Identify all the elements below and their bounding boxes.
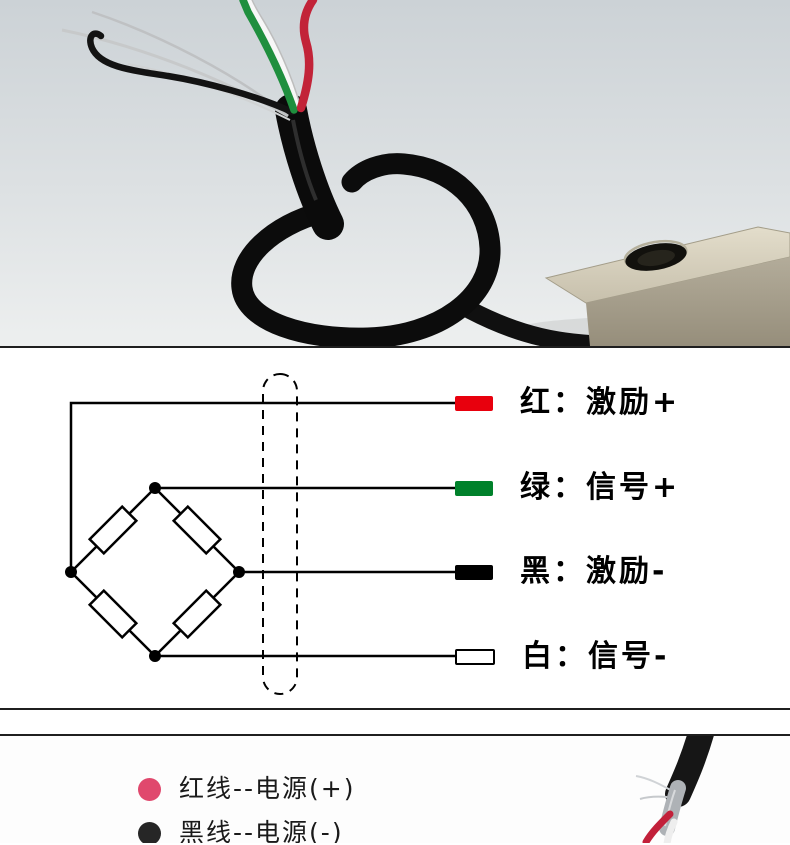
shield-braid	[659, 780, 686, 836]
black-bullet-icon	[138, 821, 161, 843]
strain-gauge-resistor	[87, 504, 139, 556]
strain-gauge-resistor	[171, 588, 223, 640]
wire-red	[296, 0, 318, 113]
legend-item-red-wire: 红线--电源(+)	[138, 774, 356, 804]
load-cell-block	[544, 226, 790, 346]
wire-white	[663, 818, 678, 843]
red-bullet-icon	[138, 777, 161, 801]
legend-label-black: 黑线--电源(-)	[179, 818, 344, 843]
stripped-cable-drawing	[635, 736, 714, 843]
mounting-hole	[623, 239, 688, 271]
wire-green	[239, 0, 298, 114]
wire-label-red: 红：激励+	[520, 385, 681, 420]
wire-swatch-red	[455, 395, 493, 411]
wire-row-white: 白：信号-	[455, 640, 669, 674]
cable-sheath-sheen	[291, 119, 318, 201]
wire-swatch-black	[455, 564, 493, 580]
strain-gauge-resistor	[87, 588, 139, 640]
wire-white	[243, 0, 300, 110]
cable-sleeve-outline	[262, 373, 298, 695]
wire-label-white: 白：信号-	[522, 639, 670, 674]
product-photo-section	[0, 0, 790, 348]
wire-swatch-white	[455, 649, 495, 665]
wiring-diagram-section: 红：激励+ 绿：信号+ 黑：激励- 白：信号-	[0, 348, 790, 710]
section-divider-gap	[0, 710, 790, 736]
legend-label-red: 红线--电源(+)	[179, 774, 356, 804]
bridge-circuit-drawing	[65, 373, 458, 695]
wire-row-black: 黑：激励-	[455, 555, 667, 589]
wire-label-green: 绿：信号+	[520, 470, 681, 505]
strain-gauge-resistor	[171, 504, 223, 556]
wire-row-green: 绿：信号+	[455, 471, 680, 505]
bridge-node	[65, 566, 77, 578]
wheatstone-bridge	[65, 482, 245, 662]
product-photo-drawing	[0, 0, 790, 346]
legend-item-black-wire: 黑线--电源(-)	[138, 818, 344, 843]
bridge-node	[149, 482, 161, 494]
connection-lines	[69, 401, 458, 658]
wire-red	[642, 810, 674, 843]
bridge-node	[233, 566, 245, 578]
wire-legend-section: 红线--电源(+) 黑线--电源(-)	[0, 736, 790, 843]
line-red	[69, 401, 458, 572]
bridge-node	[149, 650, 161, 662]
wire-black	[87, 30, 296, 116]
wire-row-red: 红：激励+	[455, 386, 680, 420]
wire-label-black: 黑：激励-	[520, 554, 668, 589]
wire-swatch-green	[455, 480, 493, 496]
cable-loop	[231, 153, 501, 346]
